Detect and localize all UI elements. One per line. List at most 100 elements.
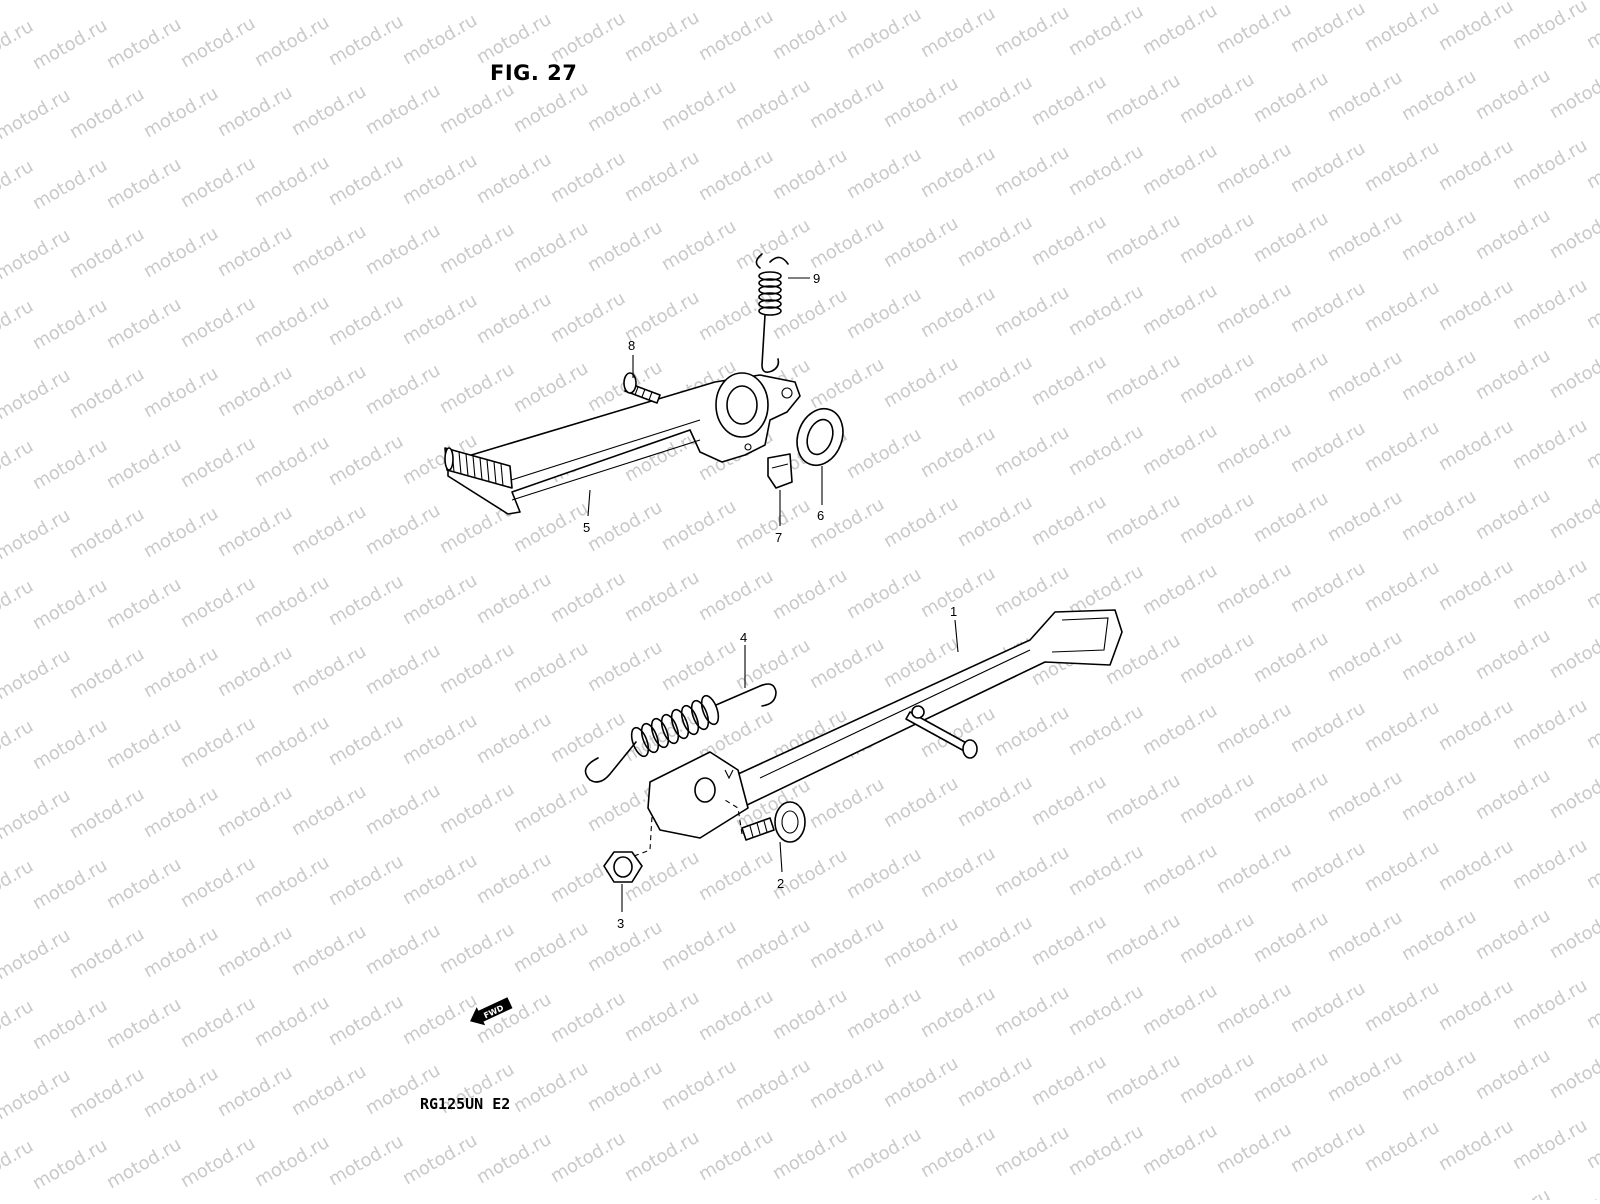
watermark-text: motod.ru <box>1583 694 1600 753</box>
watermark-text: motod.ru <box>177 853 259 912</box>
watermark-text: motod.ru <box>1583 274 1600 333</box>
watermark-text: motod.ru <box>658 1056 740 1115</box>
watermark-text: motod.ru <box>1472 1185 1554 1200</box>
watermark-text: motod.ru <box>288 1061 370 1120</box>
watermark-text: motod.ru <box>214 222 296 281</box>
watermark-text: motod.ru <box>880 213 962 272</box>
watermark-text: motod.ru <box>251 1132 333 1191</box>
watermark-text: motod.ru <box>584 217 666 276</box>
watermark-text: motod.ru <box>1472 345 1554 404</box>
watermark-text: motod.ru <box>1176 909 1258 968</box>
watermark-text: motod.ru <box>436 639 518 698</box>
watermark-text: motod.ru <box>991 982 1073 1041</box>
watermark-text: motod.ru <box>510 358 592 417</box>
watermark-text: motod.ru <box>1546 204 1600 263</box>
watermark-text: motod.ru <box>510 498 592 557</box>
watermark-text: motod.ru <box>1324 207 1406 266</box>
watermark-text: motod.ru <box>1065 421 1147 480</box>
watermark-text: motod.ru <box>1176 209 1258 268</box>
watermark-text: motod.ru <box>436 359 518 418</box>
watermark-text: motod.ru <box>473 9 555 68</box>
watermark-text: motod.ru <box>29 715 111 774</box>
watermark-text: motod.ru <box>806 74 888 133</box>
watermark-text: motod.ru <box>1324 1047 1406 1106</box>
watermark-text: motod.ru <box>1065 141 1147 200</box>
watermark-text: motod.ru <box>0 1136 37 1195</box>
watermark-text: motod.ru <box>0 576 37 635</box>
watermark-text: motod.ru <box>325 571 407 630</box>
watermark-text: motod.ru <box>1287 138 1369 197</box>
watermark-text: motod.ru <box>29 15 111 74</box>
watermark-text: motod.ru <box>1324 67 1406 126</box>
watermark-text: motod.ru <box>1065 281 1147 340</box>
watermark-text: motod.ru <box>1509 835 1591 894</box>
watermark-text: motod.ru <box>1546 1044 1600 1103</box>
watermark-text: motod.ru <box>214 782 296 841</box>
watermark-text: motod.ru <box>0 225 74 284</box>
watermark-text: motod.ru <box>1509 275 1591 334</box>
watermark-text: motod.ru <box>325 1131 407 1190</box>
watermark-text: motod.ru <box>1398 486 1480 545</box>
watermark-text: motod.ru <box>769 1125 851 1184</box>
watermark-text: motod.ru <box>1213 559 1295 618</box>
watermark-text: motod.ru <box>1546 344 1600 403</box>
watermark-text: motod.ru <box>1546 764 1600 823</box>
watermark-text: motod.ru <box>1361 417 1443 476</box>
watermark-text: motod.ru <box>0 925 74 984</box>
watermark-text: motod.ru <box>288 921 370 980</box>
watermark-text: motod.ru <box>1213 699 1295 758</box>
watermark-text: motod.ru <box>658 216 740 275</box>
watermark-text: motod.ru <box>325 711 407 770</box>
watermark-text: motod.ru <box>510 638 592 697</box>
watermark-text: motod.ru <box>29 995 111 1054</box>
watermark-text: motod.ru <box>510 918 592 977</box>
watermark-text: motod.ru <box>1546 624 1600 683</box>
watermark-text: motod.ru <box>1213 419 1295 478</box>
watermark-text: motod.ru <box>0 785 74 844</box>
watermark-text: motod.ru <box>547 148 629 207</box>
watermark-text: motod.ru <box>917 983 999 1042</box>
watermark-text: motod.ru <box>1065 981 1147 1040</box>
model-code: RG125UN E2 <box>420 1095 510 1113</box>
watermark-text: motod.ru <box>1583 134 1600 193</box>
watermark-text: motod.ru <box>510 218 592 277</box>
callout-1: 1 <box>950 604 957 619</box>
watermark-text: motod.ru <box>769 285 851 344</box>
watermark-text: motod.ru <box>399 710 481 769</box>
watermark-text: motod.ru <box>1102 210 1184 269</box>
watermark-text: motod.ru <box>843 1124 925 1183</box>
watermark-text: motod.ru <box>140 1063 222 1122</box>
watermark-text: motod.ru <box>473 1129 555 1188</box>
watermark-text: motod.ru <box>1102 350 1184 409</box>
watermark-text: motod.ru <box>436 219 518 278</box>
watermark-text: motod.ru <box>917 143 999 202</box>
watermark-text: motod.ru <box>1324 347 1406 406</box>
watermark-text: motod.ru <box>954 72 1036 131</box>
watermark-text: motod.ru <box>1213 839 1295 898</box>
watermark-text: motod.ru <box>1250 348 1332 407</box>
watermark-text: motod.ru <box>0 296 37 355</box>
watermark-text: motod.ru <box>547 288 629 347</box>
watermark-text: motod.ru <box>584 637 666 696</box>
watermark-text: motod.ru <box>436 79 518 138</box>
watermark-text: motod.ru <box>1398 906 1480 965</box>
watermark-text: motod.ru <box>214 362 296 421</box>
watermark-text: motod.ru <box>288 221 370 280</box>
watermark-text: motod.ru <box>66 84 148 143</box>
watermark-text: motod.ru <box>584 1057 666 1116</box>
watermark-text: motod.ru <box>1583 554 1600 613</box>
watermark-text: motod.ru <box>843 564 925 623</box>
watermark-text: motod.ru <box>621 7 703 66</box>
watermark-text: motod.ru <box>1361 697 1443 756</box>
watermark-text: motod.ru <box>510 778 592 837</box>
watermark-text: motod.ru <box>547 8 629 67</box>
watermark-text: motod.ru <box>1176 629 1258 688</box>
watermark-text: motod.ru <box>177 993 259 1052</box>
watermark-text: motod.ru <box>436 779 518 838</box>
watermark-text: motod.ru <box>103 14 185 73</box>
watermark-text: motod.ru <box>1139 140 1221 199</box>
watermark-text: motod.ru <box>1213 979 1295 1038</box>
watermark-text: motod.ru <box>1435 976 1517 1035</box>
watermark-text: motod.ru <box>1102 490 1184 549</box>
